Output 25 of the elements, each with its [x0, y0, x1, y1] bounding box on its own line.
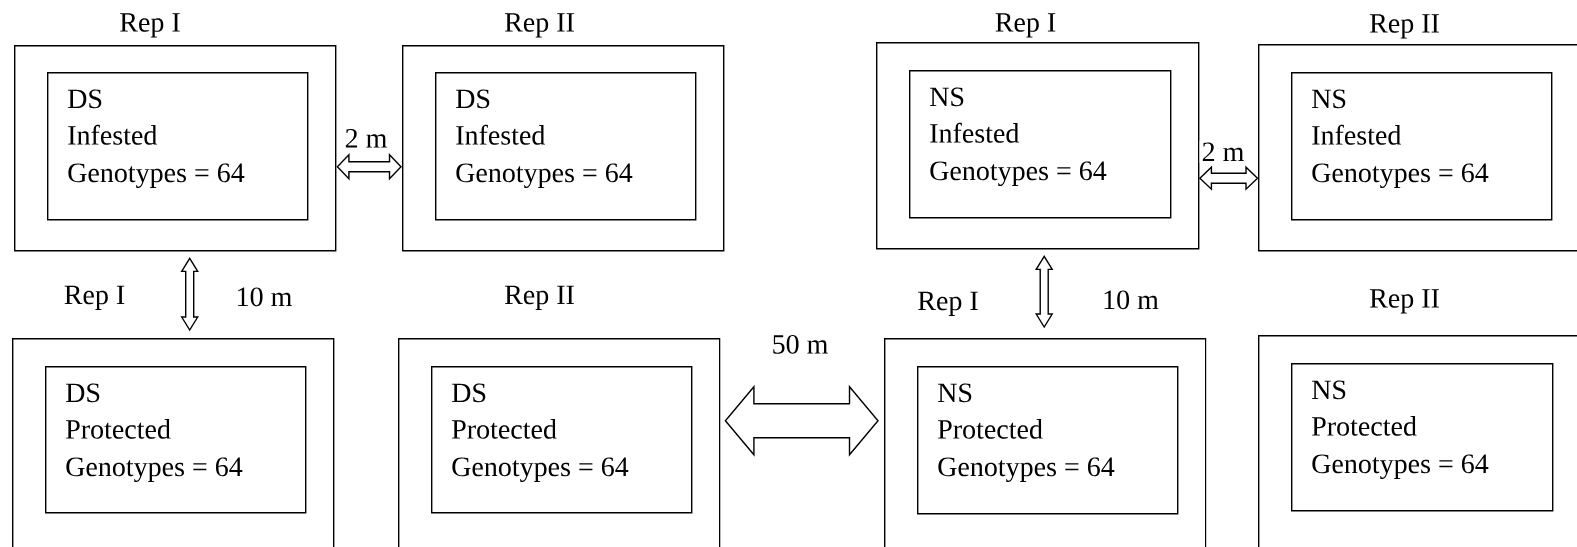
inner-box: NS Protected Genotypes = 64: [1291, 363, 1554, 512]
double-arrow: [180, 257, 199, 332]
double-arrow: [336, 152, 402, 181]
box-heading: Rep I: [120, 13, 180, 38]
box-heading: Rep I: [918, 291, 978, 316]
inner-box: DS Protected Genotypes = 64: [45, 366, 307, 514]
inner-box: NS Infested Genotypes = 64: [909, 70, 1172, 219]
edge-label: 10 m: [233, 285, 295, 309]
inner-box: NS Protected Genotypes = 64: [917, 366, 1179, 515]
inner-box: DS Infested Genotypes = 64: [435, 72, 697, 221]
inner-box: DS Protected Genotypes = 64: [431, 366, 693, 514]
edge-label: 2 m: [1199, 140, 1247, 163]
box-heading: Rep II: [1369, 289, 1439, 314]
edge-label: 10 m: [1100, 288, 1161, 312]
double-arrow: [724, 384, 879, 457]
box-heading: Rep II: [1369, 14, 1439, 39]
edge-label: 2 m: [342, 126, 390, 150]
box-heading: Rep I: [995, 13, 1056, 38]
box-heading: Rep II: [504, 13, 574, 38]
double-arrow: [1034, 255, 1054, 329]
inner-box: DS Infested Genotypes = 64: [47, 72, 309, 221]
box-heading: Rep II: [504, 285, 574, 310]
edge-label: 50 m: [769, 332, 831, 356]
box-heading: Rep I: [64, 285, 125, 310]
inner-box: NS Infested Genotypes = 64: [1291, 72, 1553, 221]
